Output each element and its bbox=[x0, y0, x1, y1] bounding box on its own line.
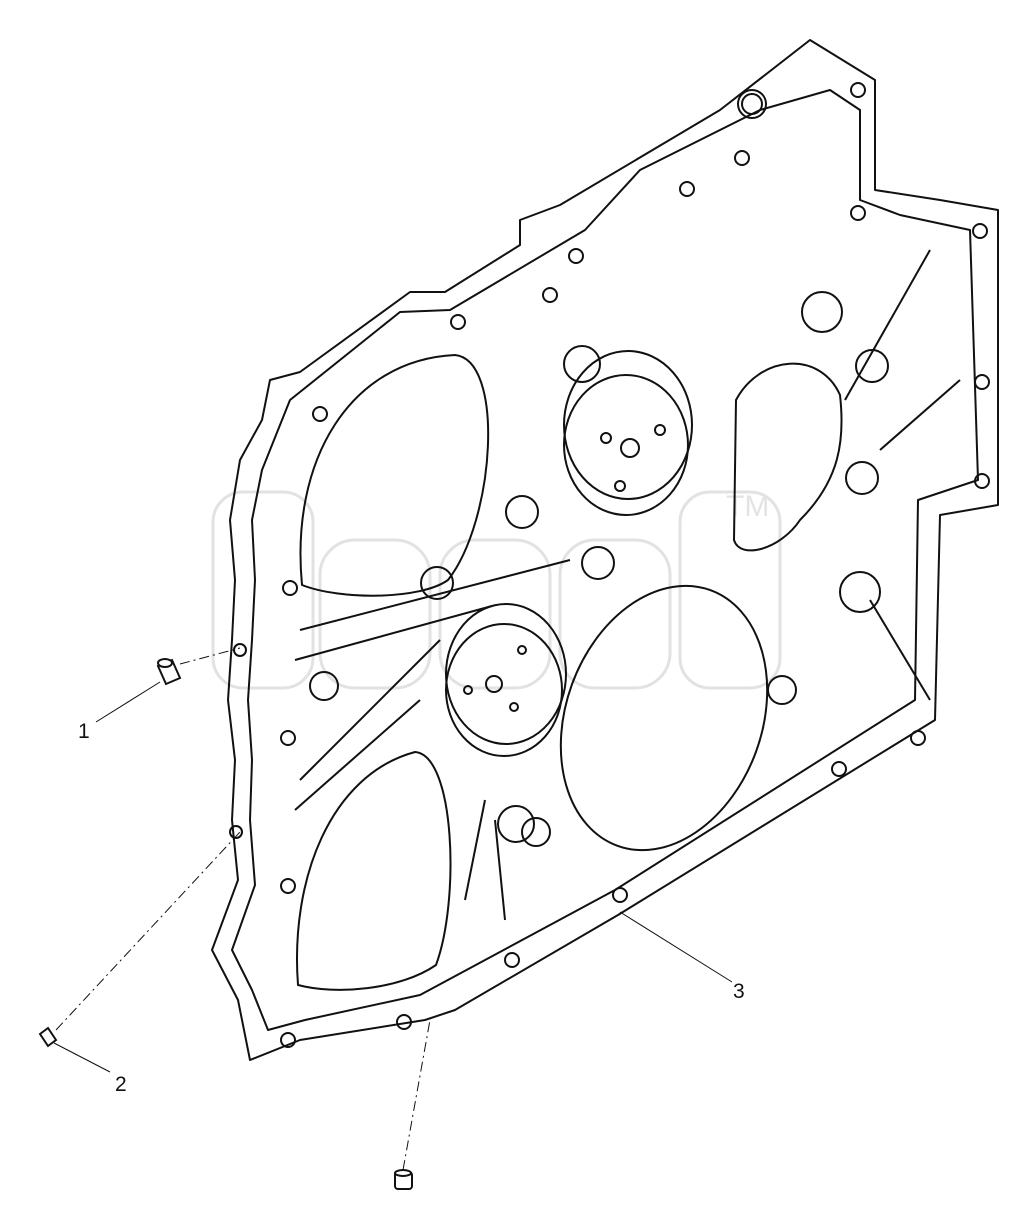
housing-plate bbox=[211, 39, 999, 1061]
callout-2: 2 bbox=[115, 1073, 127, 1096]
leader-lines bbox=[53, 681, 733, 1073]
flange-bolt-holes bbox=[229, 82, 990, 1048]
callout-3: 3 bbox=[733, 980, 745, 1003]
dowel-pin-2 bbox=[38, 1026, 58, 1048]
assembly-lines bbox=[55, 647, 431, 1171]
dowel-pin-1 bbox=[156, 658, 182, 686]
callout-1: 1 bbox=[78, 720, 90, 743]
trademark-mark: TM bbox=[726, 490, 769, 523]
dowel-pin-bottom bbox=[394, 1169, 413, 1190]
watermark-logo bbox=[211, 490, 782, 690]
